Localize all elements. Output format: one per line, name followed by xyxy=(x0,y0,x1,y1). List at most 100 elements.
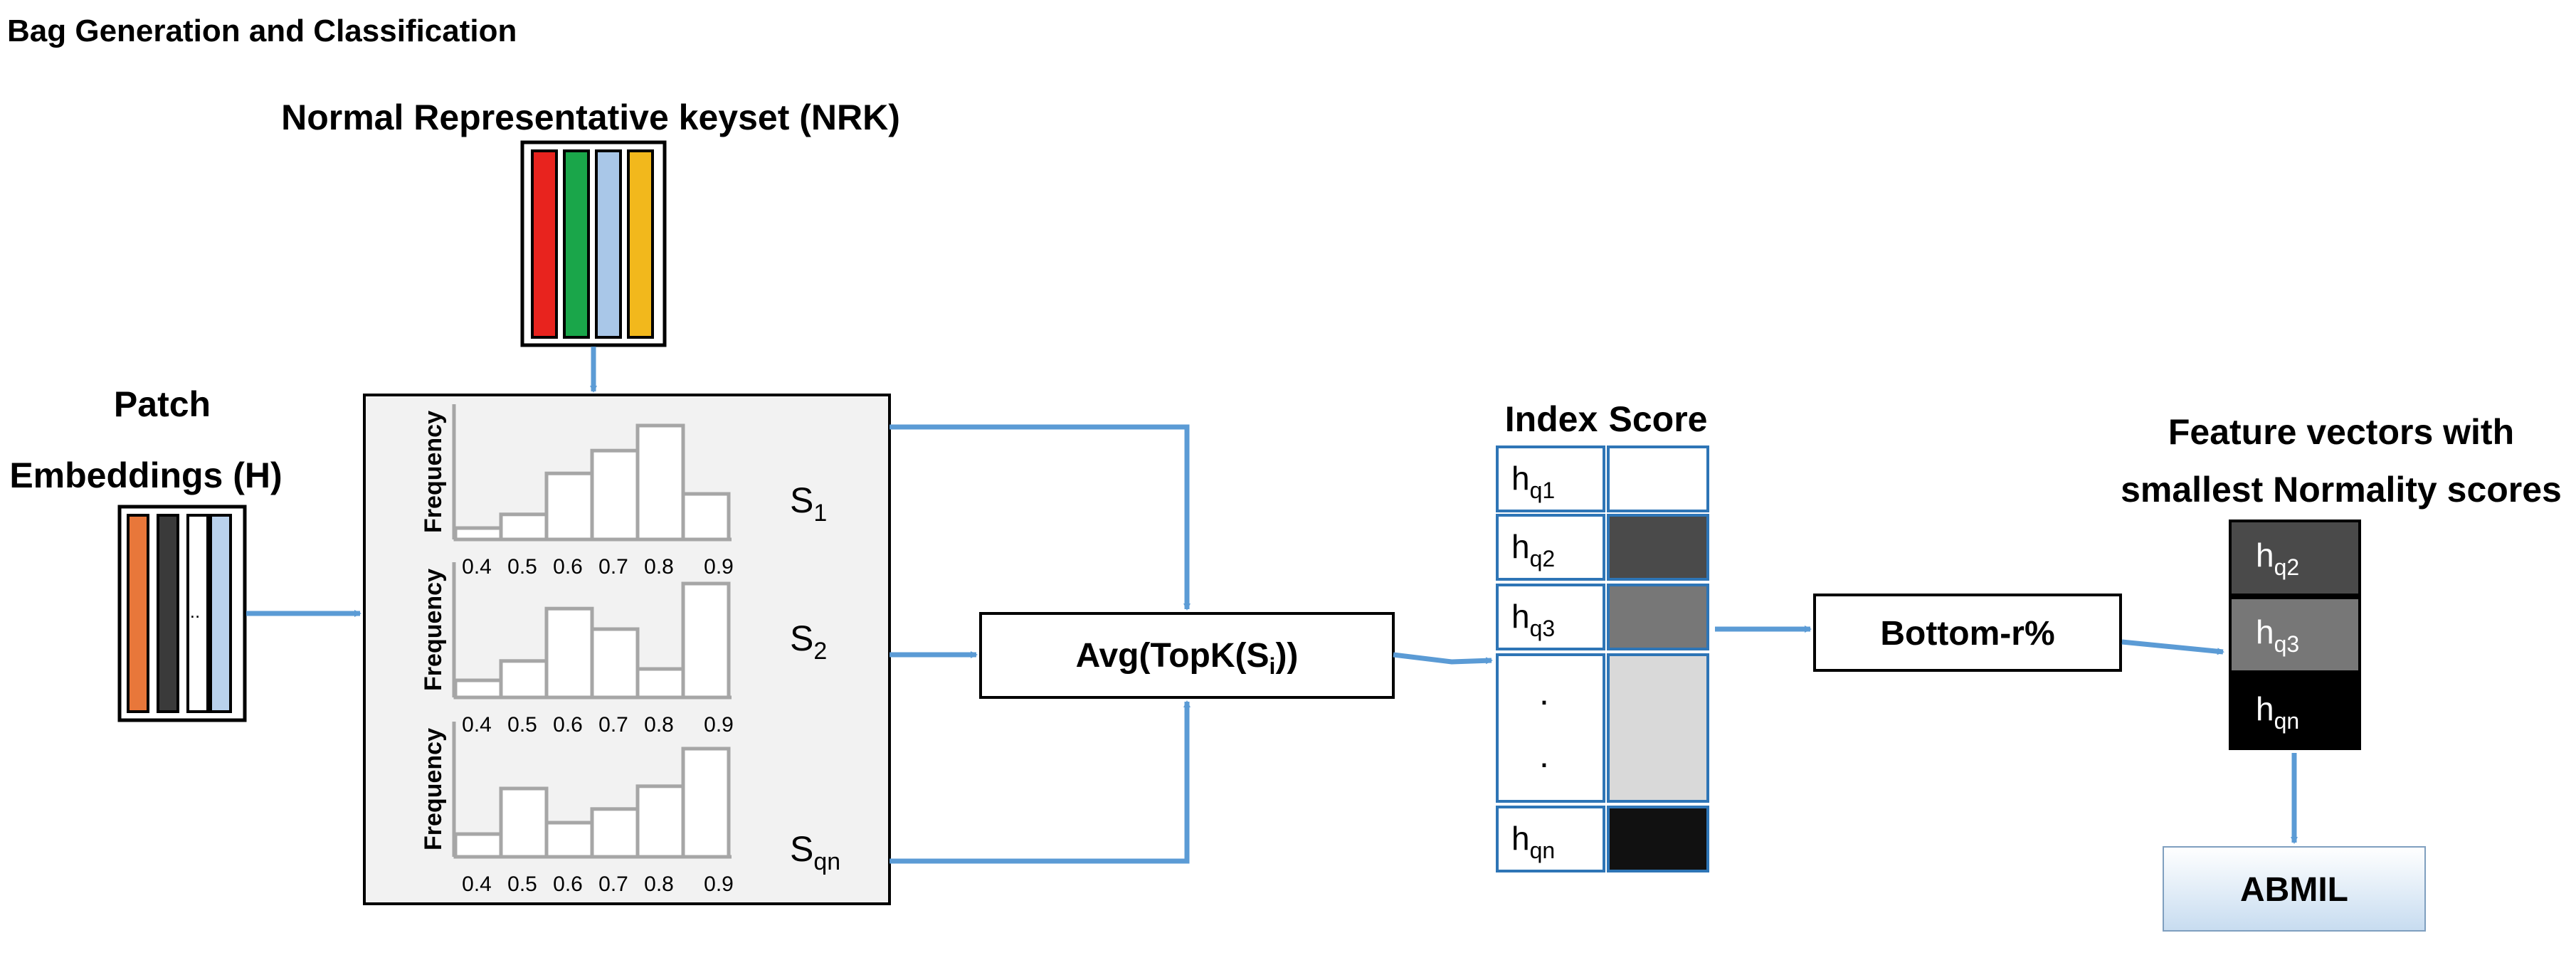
table-score-cell xyxy=(1607,653,1709,803)
histogram-tick-label: 0.5 xyxy=(507,872,537,896)
patch-ellipsis: .. xyxy=(190,601,200,622)
avg-topk-sub: i xyxy=(1269,653,1276,679)
feature-vector-cell xyxy=(2229,673,2361,750)
bottom-r-label: Bottom-r% xyxy=(1880,615,2054,653)
feature-vector-cell xyxy=(2229,596,2361,673)
histogram-series-label-sub: 1 xyxy=(813,500,827,527)
table-index-main: h xyxy=(1511,598,1530,635)
histogram-series-label-main: S xyxy=(790,618,813,658)
table-header-index: Index xyxy=(1505,399,1598,439)
patch-bar xyxy=(127,514,149,713)
histogram-bar xyxy=(499,786,549,859)
histogram-bar xyxy=(681,747,731,859)
feature-vector-sub: q2 xyxy=(2274,554,2300,580)
nrk-bar xyxy=(627,149,654,339)
avg-topk-box xyxy=(979,612,1395,699)
histogram-tick-label: 0.6 xyxy=(553,555,583,579)
feature-label-line2: smallest Normality scores xyxy=(2121,470,2562,510)
table-score-cell xyxy=(1607,584,1709,650)
histogram-bar xyxy=(635,423,685,542)
table-dots: . xyxy=(1539,673,1549,712)
arrow-avg-to-table xyxy=(1393,652,1493,665)
abmil-label: ABMIL xyxy=(2240,871,2348,909)
nrk-bar xyxy=(563,149,590,339)
table-index-label: hq2 xyxy=(1511,528,1555,571)
arrow-sqn-to-avg xyxy=(890,700,1191,864)
histogram-y-label: Frequency xyxy=(420,569,447,691)
patch-label-line2: Embeddings (H) xyxy=(9,455,282,495)
avg-topk-label: Avg(TopK(Si)) xyxy=(1076,637,1299,679)
table-row: hq3 xyxy=(1496,584,1709,650)
histogram-tick-label: 0.7 xyxy=(598,872,628,896)
histogram-bar xyxy=(453,832,503,859)
table-row: hq2 xyxy=(1496,514,1709,581)
histogram-y-label: Frequency xyxy=(420,728,447,850)
table-index-cell xyxy=(1496,806,1605,872)
table-index-main: h xyxy=(1511,820,1530,857)
histogram-bar xyxy=(590,807,640,859)
feature-vector-label: hq3 xyxy=(2256,613,2299,657)
avg-topk-post: )) xyxy=(1275,637,1298,675)
feature-vector-sub: qn xyxy=(2274,708,2300,734)
table-index-label: hq1 xyxy=(1511,460,1555,503)
histogram-bar xyxy=(635,784,685,859)
nrk-bars xyxy=(531,149,654,339)
histogram-bar xyxy=(499,659,549,700)
bottom-r-box xyxy=(1813,594,2122,672)
histogram-series-label: Sqn xyxy=(790,829,840,875)
histogram-tick-label: 0.4 xyxy=(462,555,492,579)
table-index-cell xyxy=(1496,445,1605,512)
histogram-bar xyxy=(681,581,731,700)
histogram-series-label-sub: 2 xyxy=(813,638,827,665)
arrow-s1-to-avg xyxy=(890,424,1191,611)
histogram-bar xyxy=(590,448,640,542)
histogram-tick-label: 0.7 xyxy=(598,555,628,579)
histogram-bar xyxy=(544,606,594,700)
table-index-sub: qn xyxy=(1530,838,1556,863)
feature-vector: hq3 xyxy=(2229,596,2361,673)
table-row: hqn xyxy=(1496,806,1709,872)
nrk-bar xyxy=(595,149,622,339)
table-index-cell xyxy=(1496,653,1605,803)
table-index-label: hqn xyxy=(1511,820,1555,863)
feature-vector: hqn xyxy=(2229,673,2361,750)
histogram-tick-label: 0.9 xyxy=(704,713,734,737)
abmil-box xyxy=(2163,846,2426,932)
feature-vector-sub: q3 xyxy=(2274,631,2300,657)
histogram-tick-label: 0.9 xyxy=(704,872,734,896)
table-index-sub: q3 xyxy=(1530,616,1556,641)
table-index-main: h xyxy=(1511,528,1530,565)
histogram-bar xyxy=(544,821,594,859)
table-dots: . xyxy=(1539,735,1549,775)
table-row: hq1 xyxy=(1496,445,1709,512)
diagram-title: Bag Generation and Classification xyxy=(7,14,517,48)
feature-vector-label: hq2 xyxy=(2256,537,2299,580)
feature-vector: hq2 xyxy=(2229,520,2361,596)
histogram-series-label-sub: qn xyxy=(813,848,840,875)
table-score-cell xyxy=(1607,806,1709,872)
histogram-series-label: S1 xyxy=(790,480,827,527)
histogram-bar xyxy=(453,678,503,700)
histogram-tick-label: 0.8 xyxy=(644,713,674,737)
nrk-bar xyxy=(531,149,558,339)
feature-vector-cell xyxy=(2229,520,2361,596)
arrows xyxy=(246,347,2298,864)
patch-bar xyxy=(157,514,179,713)
arrow-bottom-to-feature xyxy=(2121,639,2224,655)
table-header-score: Score xyxy=(1609,399,1708,439)
table-index-main: h xyxy=(1511,460,1530,497)
nrk-label: Normal Representative keyset (NRK) xyxy=(281,97,900,137)
histogram-tick-label: 0.5 xyxy=(507,713,537,737)
table-index-sub: q2 xyxy=(1530,546,1556,571)
histogram-series-label-main: S xyxy=(790,829,813,869)
histogram-tick-label: 0.6 xyxy=(553,713,583,737)
histogram-tick-label: 0.9 xyxy=(704,555,734,579)
patch-bars xyxy=(127,514,232,713)
feature-vector-main: h xyxy=(2256,537,2274,574)
